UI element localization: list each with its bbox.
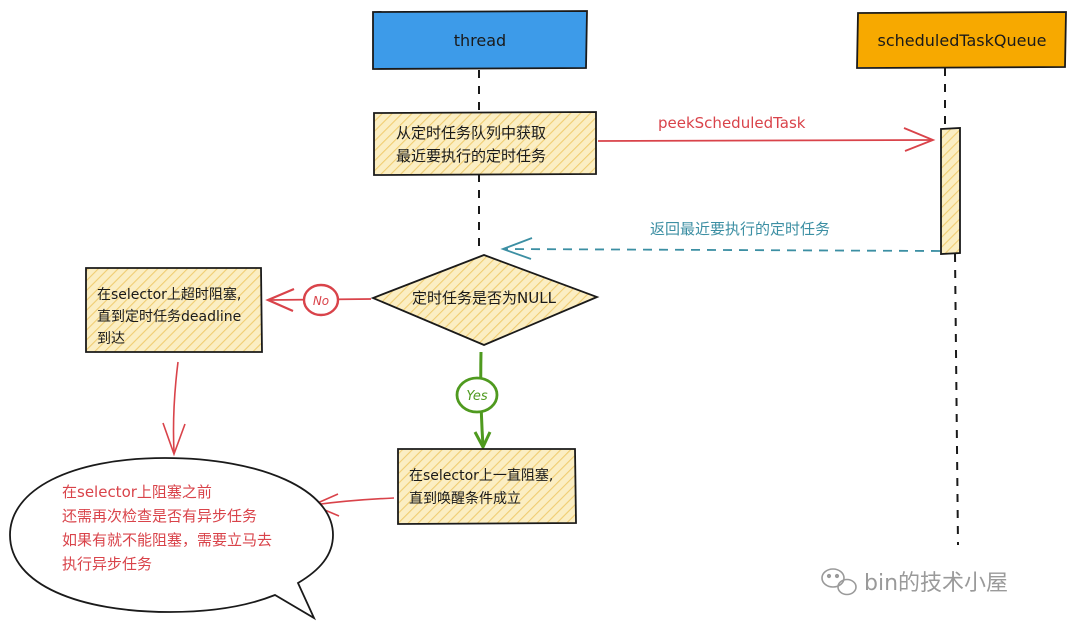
bubble-line2: 还需再次检查是否有异步任务 [62, 507, 257, 525]
return-message-label: 返回最近要执行的定时任务 [650, 220, 830, 238]
timeout-line3: 到达 [97, 331, 125, 347]
timeout-block-box: 在selector上超时阻塞, 直到定时任务deadline 到达 [85, 267, 263, 353]
watermark-text: bin的技术小屋 [864, 571, 1008, 596]
wechat-icon [821, 568, 857, 596]
thread-title: thread [454, 31, 506, 50]
thread-lifeline-header: thread [372, 10, 588, 70]
watermark: bin的技术小屋 [821, 568, 1008, 596]
return-message-arrow: 返回最近要执行的定时任务 [500, 220, 941, 260]
timeout-to-bubble-arrow [162, 361, 186, 457]
fetch-task-line2: 最近要执行的定时任务 [396, 147, 546, 165]
queue-activation-bar [940, 127, 961, 255]
speech-bubble: 在selector上阻塞之前 还需再次检查是否有异步任务 如果有就不能阻塞，需要… [9, 457, 334, 621]
yes-badge: Yes [455, 376, 499, 414]
decision-label: 定时任务是否为NULL [412, 289, 557, 307]
no-badge: No [302, 283, 340, 317]
block-line2: 直到唤醒条件成立 [409, 490, 521, 507]
peek-message-arrow: peekScheduledTask [597, 114, 936, 152]
bubble-line4: 执行异步任务 [62, 555, 152, 573]
fetch-task-line1: 从定时任务队列中获取 [396, 124, 546, 142]
bubble-line3: 如果有就不能阻塞，需要立马去 [62, 531, 272, 549]
yes-badge-label: Yes [466, 389, 488, 404]
queue-lifeline-header: scheduledTaskQueue [856, 11, 1067, 69]
block-line1: 在selector上一直阻塞, [409, 467, 553, 484]
peek-message-label: peekScheduledTask [658, 114, 806, 132]
block-until-wakeup-box: 在selector上一直阻塞, 直到唤醒条件成立 [397, 448, 577, 525]
no-badge-label: No [313, 294, 329, 308]
decision-diamond: 定时任务是否为NULL [370, 254, 600, 346]
queue-lifeline-lower [954, 253, 959, 546]
timeout-line2: 直到定时任务deadline [97, 308, 241, 325]
fetch-task-box: 从定时任务队列中获取 最近要执行的定时任务 [373, 111, 597, 176]
timeout-line1: 在selector上超时阻塞, [97, 286, 241, 303]
bubble-line1: 在selector上阻塞之前 [62, 483, 212, 501]
queue-title: scheduledTaskQueue [878, 31, 1047, 50]
